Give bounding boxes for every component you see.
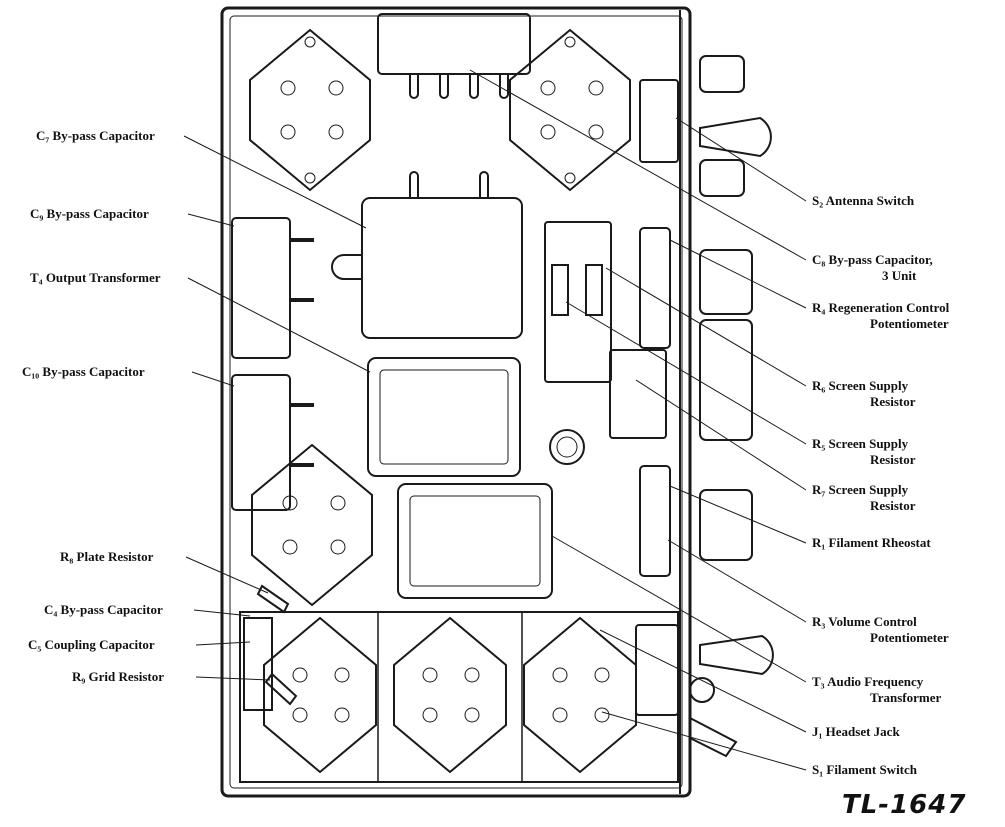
s1-toggle-lever (699, 634, 774, 676)
label-r3-line2: Potentiometer (870, 630, 949, 645)
leader-lines (183, 69, 807, 771)
t3-transformer-core (409, 495, 541, 587)
label-r4: R₄ Regeneration Control Potentiometer (812, 300, 949, 332)
bottom-compartment (239, 611, 679, 783)
r1-rheostat-body (639, 465, 671, 577)
r4-potentiometer-body (639, 227, 671, 349)
label-j1: J₁ Headset Jack (812, 724, 900, 740)
label-r6-line2: Resistor (870, 394, 916, 409)
s1-lower-lever (689, 716, 738, 758)
label-s1-line1: S₁ Filament Switch (812, 762, 918, 777)
t4-transformer-body (367, 357, 521, 477)
c7-terminal-1 (409, 171, 419, 198)
tube-socket-bottom-2 (393, 616, 507, 774)
chassis-grommet-inner (556, 436, 578, 458)
chassis-grommet (549, 429, 585, 465)
s2-top-knob (699, 55, 745, 93)
label-r4-line2: Potentiometer (870, 316, 949, 331)
label-c9: C₉ By-pass Capacitor (30, 206, 149, 221)
label-r9: R₉ Grid Resistor (72, 669, 164, 684)
tube-socket-top-left (249, 28, 371, 192)
r7-resistor-bracket (609, 349, 667, 439)
t4-transformer-core (379, 369, 509, 465)
r9-grid-resistor-body (264, 672, 298, 706)
j1-headset-jack (689, 677, 716, 703)
label-r1: R₁ Filament Rheostat (812, 535, 931, 551)
label-c8-line2: 3 Unit (882, 268, 917, 283)
label-t4: T₄ Output Transformer (30, 270, 161, 285)
label-c7: C₇ By-pass Capacitor (36, 128, 155, 143)
r5r6-knob-stack (699, 319, 753, 441)
label-r3-line1: R₃ Volume Control (812, 614, 917, 629)
r1-rheostat-knob (699, 489, 753, 561)
c5-coupling-capacitor-body (243, 617, 273, 711)
label-r5: R₅ Screen Supply Resistor (812, 436, 916, 468)
c7-terminal-2 (479, 171, 489, 198)
c8-capacitor-body (377, 13, 531, 75)
r5-resistor-body (551, 264, 569, 316)
label-c8: C₈ By-pass Capacitor, 3 Unit (812, 252, 933, 284)
tube-socket-middle-left (251, 443, 373, 607)
label-r4-line1: R₄ Regeneration Control (812, 300, 950, 315)
label-r3: R₃ Volume Control Potentiometer (812, 614, 949, 646)
label-s2: S₂ Antenna Switch (812, 193, 914, 209)
c10-terminals (290, 403, 314, 467)
label-r7-line1: R₇ Screen Supply (812, 482, 909, 497)
label-t3: T₃ Audio Frequency Transformer (812, 674, 941, 706)
s1-filament-switch-body (635, 624, 679, 716)
tube-socket-bottom-3 (523, 616, 637, 774)
tube-socket-bottom-1 (263, 616, 377, 774)
c7-capacitor-body (361, 197, 523, 339)
label-r6: R₆ Screen Supply Resistor (812, 378, 916, 410)
s2-antenna-switch-body (639, 79, 679, 163)
label-s1: S₁ Filament Switch (812, 762, 917, 778)
s2-toggle-lever (699, 116, 772, 158)
label-s2-line1: S₂ Antenna Switch (812, 193, 915, 208)
label-t3-line2: Transformer (870, 690, 942, 705)
figure-number: TL-1647 (842, 790, 967, 820)
c8-terminals (409, 74, 509, 99)
tube-socket-top-right (509, 28, 631, 192)
c9-capacitor-body (231, 217, 291, 359)
c7-mounting-tab (331, 254, 362, 280)
s2-bottom-knob (699, 159, 745, 197)
label-t3-line1: T₃ Audio Frequency (812, 674, 924, 689)
label-c5: C₅ Coupling Capacitor (28, 637, 155, 652)
chassis-inner-frame (229, 15, 683, 789)
label-r5-line1: R₅ Screen Supply (812, 436, 909, 451)
label-c8-line1: C₈ By-pass Capacitor, (812, 252, 933, 267)
label-r7-line2: Resistor (870, 498, 916, 513)
label-r8: R₈ Plate Resistor (60, 549, 154, 564)
label-r1-line1: R₁ Filament Rheostat (812, 535, 931, 550)
label-r6-line1: R₆ Screen Supply (812, 378, 909, 393)
r6-resistor-body (585, 264, 603, 316)
label-c4: C₄ By-pass Capacitor (44, 602, 163, 617)
r8-plate-resistor-body (256, 584, 290, 614)
r4-potentiometer-knob (699, 249, 753, 315)
c10-capacitor-body (231, 374, 291, 511)
t3-transformer-body (397, 483, 553, 599)
chassis-outline (220, 6, 692, 798)
label-c10: C₁₀ By-pass Capacitor (22, 364, 145, 379)
label-r7: R₇ Screen Supply Resistor (812, 482, 916, 514)
label-r5-line2: Resistor (870, 452, 916, 467)
screen-resistor-block (544, 221, 612, 383)
label-j1-line1: J₁ Headset Jack (812, 724, 900, 739)
c9-terminals (290, 238, 314, 302)
